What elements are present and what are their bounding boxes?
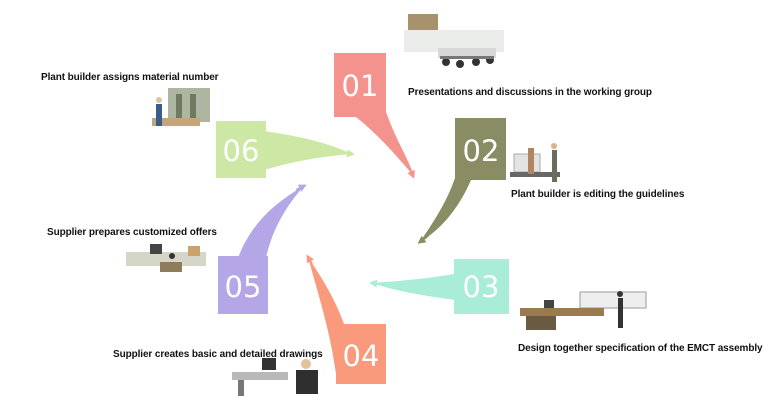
step-04-number: 04	[343, 339, 380, 373]
meeting-room-illustration	[404, 14, 504, 68]
step-05-block: 05	[218, 184, 307, 314]
step-06-block: 06	[216, 121, 355, 178]
step-03-number: 03	[463, 270, 500, 304]
step-02-caption: Plant builder is editing the guidelines	[511, 189, 685, 200]
drafting-workstation-illustration	[232, 358, 318, 396]
supplier-office-illustration	[126, 244, 206, 272]
step-06-caption: Plant builder assigns material number	[41, 72, 219, 83]
step-03-block: 03	[369, 259, 509, 314]
engineer-desk-illustration	[510, 143, 560, 182]
step-05-caption: Supplier prepares customized offers	[47, 227, 217, 238]
step-04-block: 04	[306, 254, 386, 384]
design-office-illustration	[520, 291, 647, 330]
step-04-caption: Supplier creates basic and detailed draw…	[113, 349, 323, 360]
step-05-number: 05	[225, 270, 262, 304]
step-02-number: 02	[463, 134, 500, 168]
step-01-caption: Presentations and discussions in the wor…	[408, 87, 652, 98]
step-06-number: 06	[223, 134, 260, 168]
step-01-block: 01	[334, 53, 415, 179]
step-03-caption: Design together specification of the EMC…	[518, 343, 763, 354]
step-01-number: 01	[342, 69, 379, 103]
warehouse-workstation-illustration	[152, 88, 210, 126]
step-02-block: 02	[417, 118, 506, 244]
